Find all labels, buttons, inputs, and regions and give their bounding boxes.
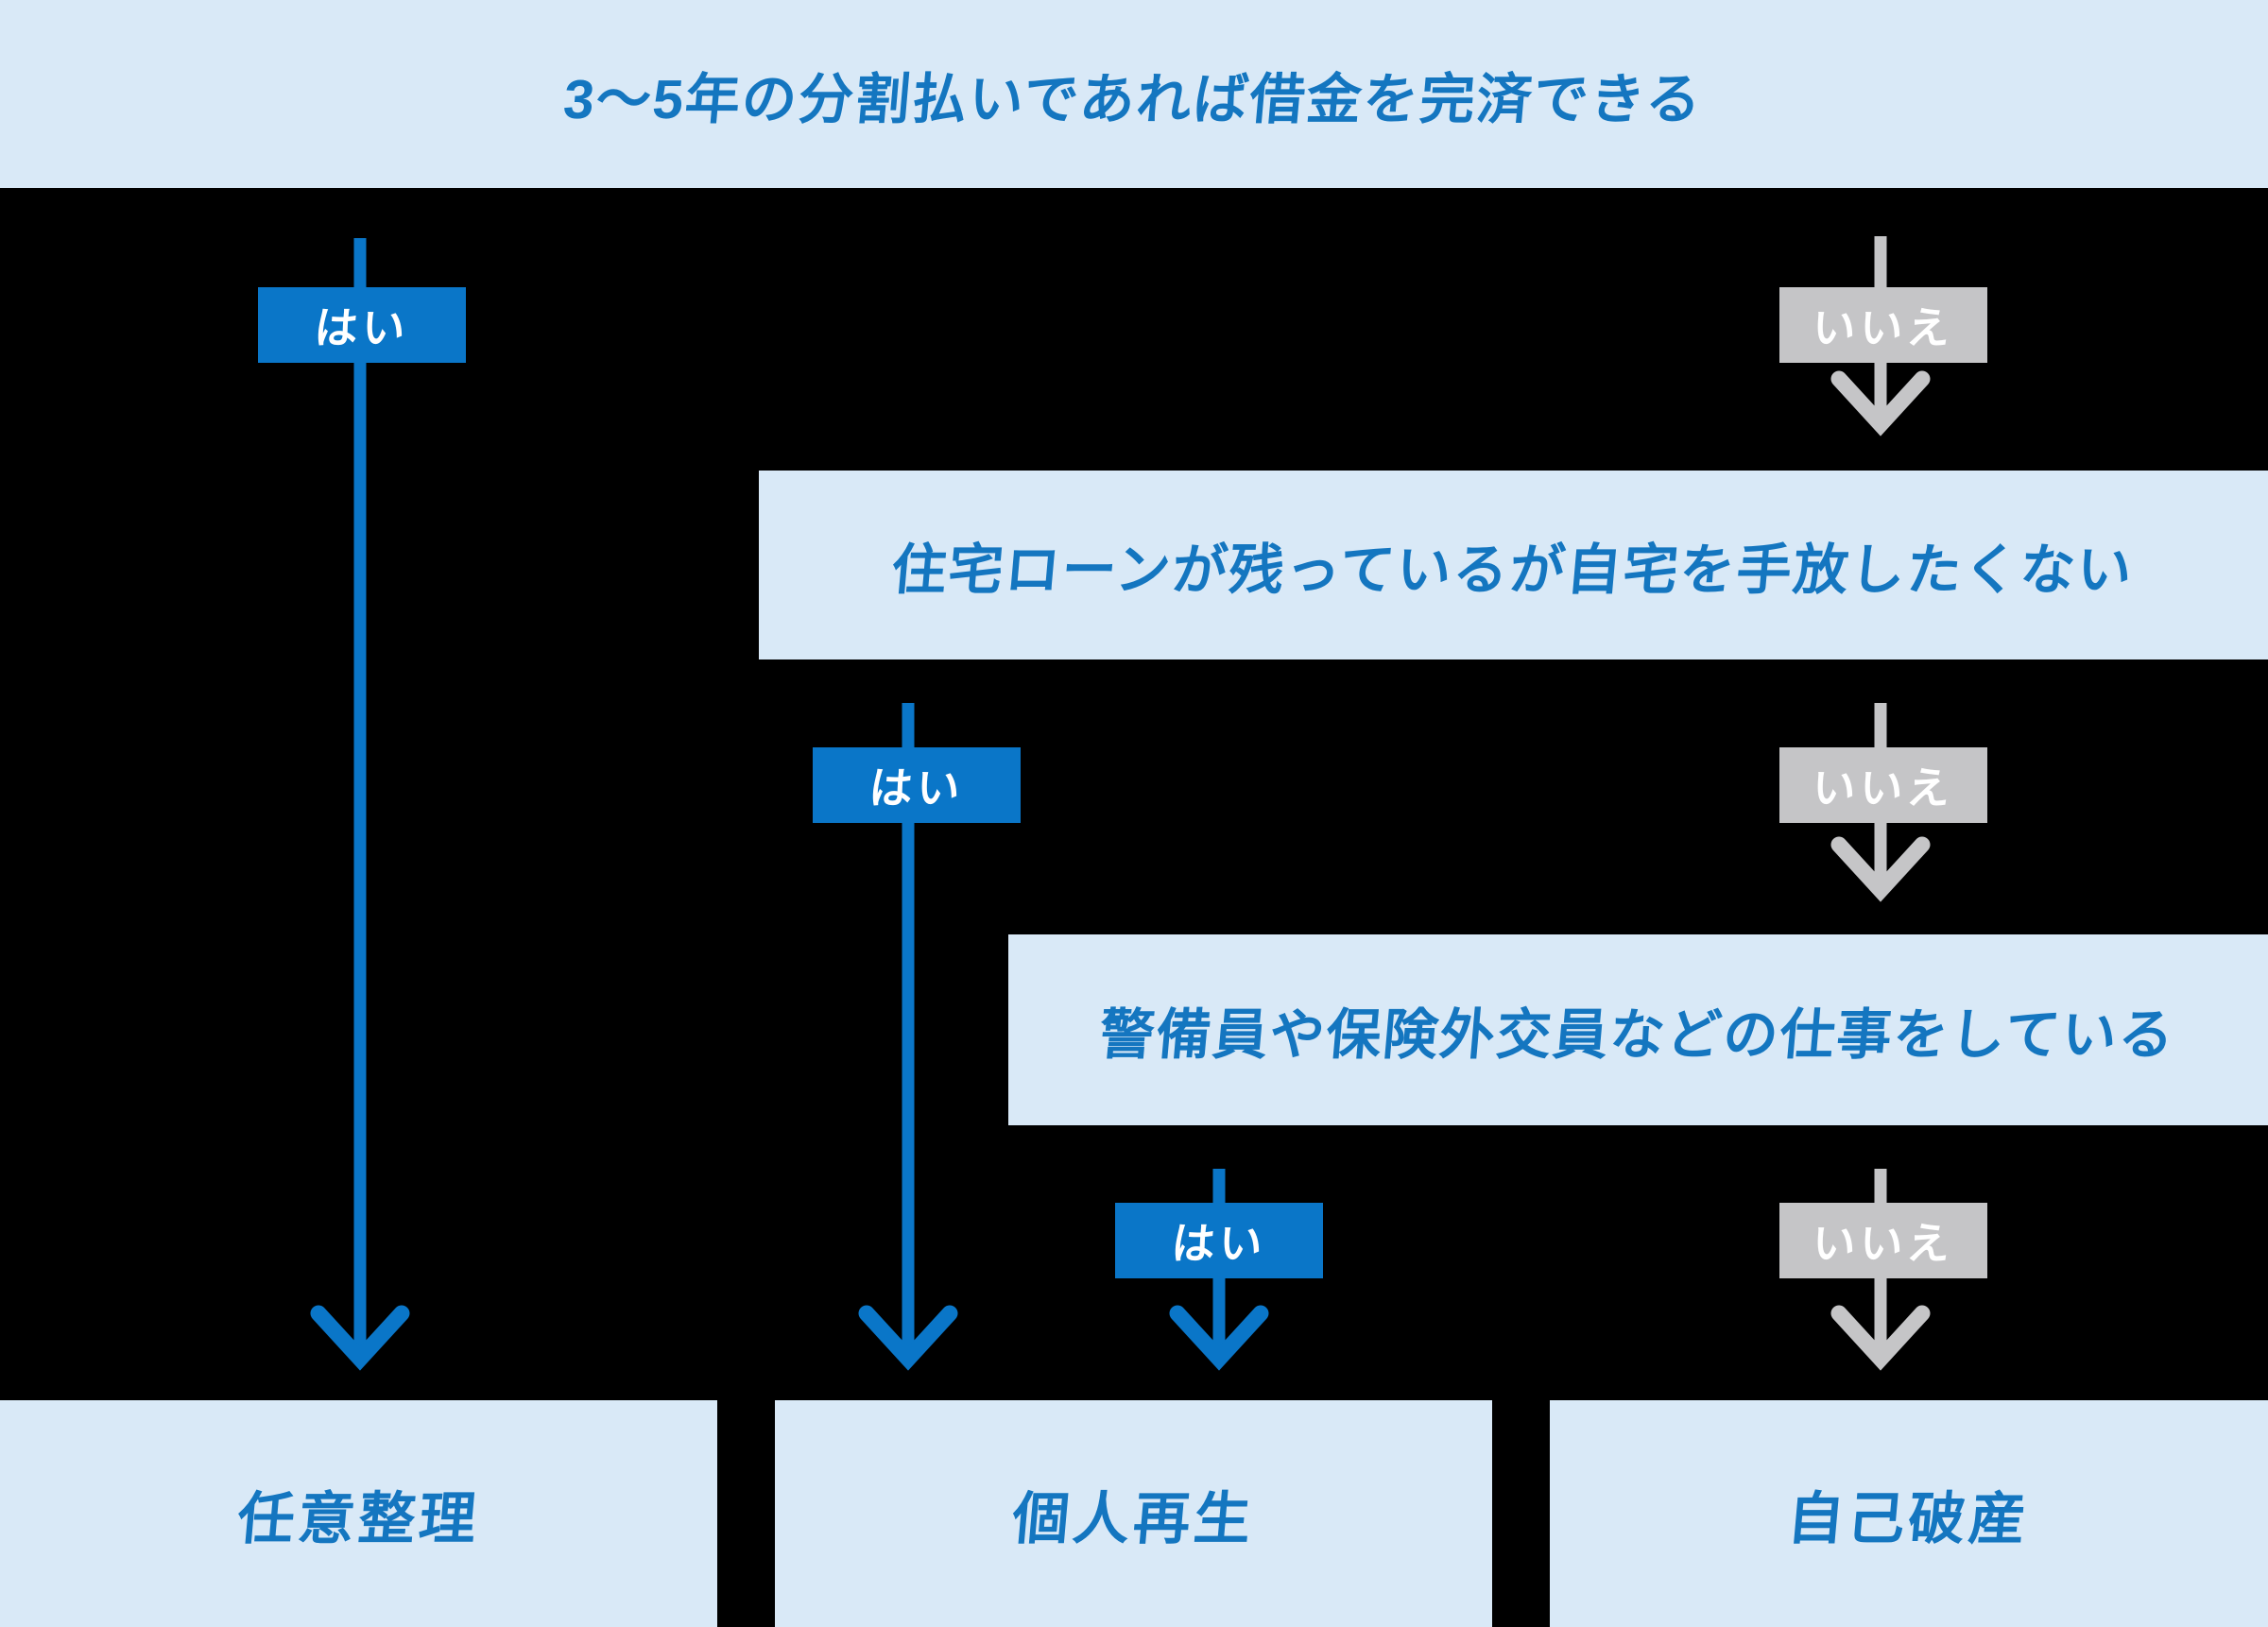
result-box-voluntary-liquidation: 任意整理 [0,1400,717,1627]
q2-no-label-text: いいえ [1810,763,1957,813]
q2-yes-label-text: はい [867,763,967,813]
result-box-individual-rehabilitation: 個人再生 [775,1400,1492,1627]
result-text-voluntary-liquidation: 任意整理 [234,1486,482,1550]
question-text-1: 3〜5年の分割払いであれば借金を完済できる [561,68,1706,130]
q2-no-label: いいえ [1779,747,1987,823]
question-text-2: 住宅ローンが残っているが自宅を手放したくない [889,539,2137,601]
q3-no-label: いいえ [1779,1203,1987,1278]
question-box-2: 住宅ローンが残っているが自宅を手放したくない [759,471,2268,659]
question-box-3: 警備員や保険外交員などの仕事をしている [1008,934,2268,1125]
question-box-1: 3〜5年の分割払いであれば借金を完済できる [0,0,2268,188]
q3-yes-label: はい [1115,1203,1323,1278]
result-box-bankruptcy: 自己破産 [1550,1400,2268,1627]
q1-yes-arrow [310,238,410,1371]
result-text-individual-rehabilitation: 個人再生 [1009,1486,1257,1550]
q1-yes-label-text: はい [312,303,412,352]
q3-yes-label-text: はい [1169,1219,1269,1268]
q1-no-label-text: いいえ [1810,303,1957,352]
result-text-bankruptcy: 自己破産 [1784,1486,2033,1550]
question-text-3: 警備員や保険外交員などの仕事をしている [1097,1004,2178,1066]
q1-yes-label: はい [258,287,466,363]
q1-no-label: いいえ [1779,287,1987,363]
q2-yes-label: はい [813,747,1021,823]
q3-no-label-text: いいえ [1810,1219,1957,1268]
